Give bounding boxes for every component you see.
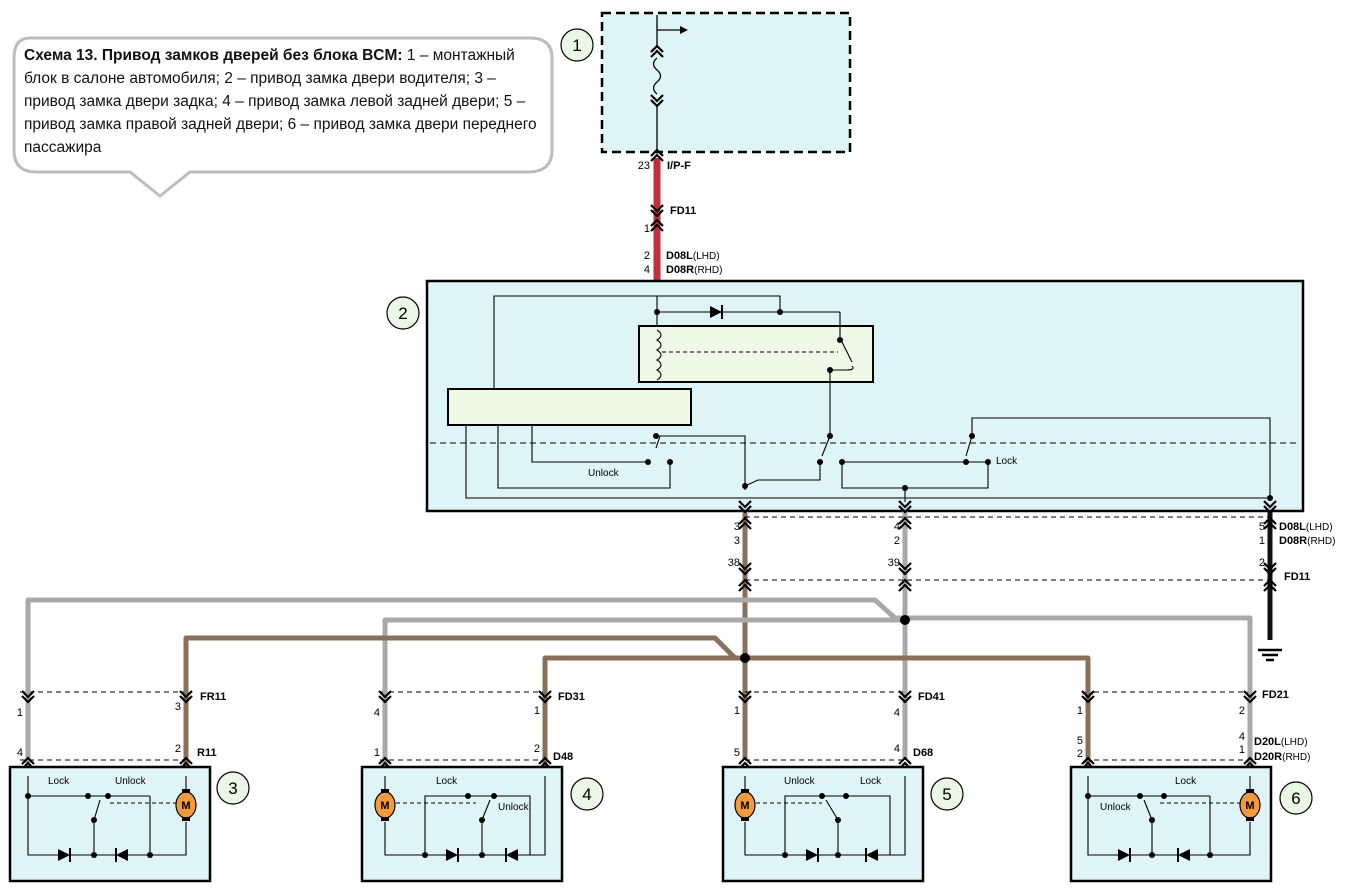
svg-text:Lock: Lock <box>48 776 70 787</box>
svg-text:FD31: FD31 <box>558 691 585 703</box>
svg-text:Lock: Lock <box>436 776 458 787</box>
svg-text:4: 4 <box>374 707 380 719</box>
svg-text:5: 5 <box>1077 735 1083 747</box>
svg-text:3: 3 <box>734 535 740 547</box>
svg-text:M: M <box>1245 800 1254 812</box>
svg-text:D08L(LHD): D08L(LHD) <box>1279 521 1333 533</box>
svg-text:5: 5 <box>942 785 951 804</box>
badge-4: 4 <box>570 777 604 811</box>
svg-text:2: 2 <box>175 743 181 755</box>
svg-text:FR11: FR11 <box>200 691 226 703</box>
svg-text:1: 1 <box>1239 744 1245 756</box>
badge-1: 1 <box>560 28 594 62</box>
svg-text:38: 38 <box>728 557 740 569</box>
connector-labels: 23 I/P-F FD11 1 2 4 D08L(LHD) D08R(RHD) … <box>17 160 1336 763</box>
svg-text:Lock: Lock <box>860 776 882 787</box>
svg-text:D08R(RHD): D08R(RHD) <box>666 264 722 276</box>
svg-text:4: 4 <box>894 521 900 533</box>
svg-text:1: 1 <box>572 36 581 55</box>
svg-text:D48: D48 <box>553 751 573 763</box>
svg-text:3: 3 <box>175 701 181 713</box>
svg-text:2: 2 <box>1259 557 1265 569</box>
svg-text:5: 5 <box>1259 521 1265 533</box>
svg-text:2: 2 <box>644 250 650 262</box>
svg-text:4: 4 <box>894 707 900 719</box>
svg-text:D20R(RHD): D20R(RHD) <box>1254 751 1310 763</box>
svg-text:D08L(LHD): D08L(LHD) <box>666 250 720 262</box>
svg-text:1: 1 <box>644 223 650 235</box>
callout-body: 1 – монтажный блок в салоне автомобиля; … <box>24 47 537 156</box>
svg-text:Unlock: Unlock <box>588 468 620 479</box>
actuator-5 <box>721 765 925 883</box>
svg-text:FD21: FD21 <box>1262 689 1289 701</box>
svg-text:R11: R11 <box>197 747 217 759</box>
svg-text:1: 1 <box>17 707 23 719</box>
svg-text:1: 1 <box>534 705 540 717</box>
svg-text:6: 6 <box>1291 789 1300 808</box>
actuator-3 <box>8 765 212 883</box>
svg-text:M: M <box>380 800 389 812</box>
callout-text: Схема 13. Привод замков дверей без блока… <box>24 44 549 159</box>
svg-text:FD41: FD41 <box>918 691 945 703</box>
svg-text:Unlock: Unlock <box>115 776 147 787</box>
svg-text:23: 23 <box>638 160 650 172</box>
svg-text:2: 2 <box>1239 705 1245 717</box>
control-box <box>447 388 692 426</box>
svg-text:D68: D68 <box>913 747 933 759</box>
svg-text:4: 4 <box>894 743 900 755</box>
badge-2: 2 <box>386 296 420 330</box>
switch-labels: Unlock Lock Lock Unlock Lock Unlock Unlo… <box>48 456 1255 813</box>
svg-text:4: 4 <box>582 785 591 804</box>
svg-text:D08R(RHD): D08R(RHD) <box>1279 535 1335 547</box>
svg-text:I/P-F: I/P-F <box>667 160 691 172</box>
badge-6: 6 <box>1279 781 1313 815</box>
relay-box <box>638 325 874 383</box>
svg-text:Unlock: Unlock <box>784 776 816 787</box>
block-1-mounting-box <box>600 11 852 154</box>
svg-text:1: 1 <box>1259 535 1265 547</box>
svg-text:39: 39 <box>888 557 900 569</box>
svg-text:4: 4 <box>1239 731 1245 743</box>
svg-text:Unlock: Unlock <box>1100 802 1132 813</box>
callout-bubble <box>12 36 554 198</box>
svg-text:2: 2 <box>1077 748 1083 760</box>
svg-text:4: 4 <box>17 747 23 759</box>
svg-text:1: 1 <box>1077 705 1083 717</box>
svg-text:FD11: FD11 <box>1284 571 1310 583</box>
svg-text:1: 1 <box>374 747 380 759</box>
badge-5: 5 <box>930 777 964 811</box>
badge-3: 3 <box>216 771 250 805</box>
svg-text:3: 3 <box>734 521 740 533</box>
svg-text:1: 1 <box>734 705 740 717</box>
svg-text:5: 5 <box>734 747 740 759</box>
svg-text:4: 4 <box>644 264 650 276</box>
svg-text:M: M <box>740 800 749 812</box>
svg-text:2: 2 <box>534 743 540 755</box>
svg-text:Unlock: Unlock <box>498 802 530 813</box>
svg-text:2: 2 <box>398 304 407 323</box>
svg-text:3: 3 <box>228 779 237 798</box>
svg-text:FD11: FD11 <box>670 205 696 217</box>
actuator-6 <box>1069 765 1273 883</box>
svg-text:D20L(LHD): D20L(LHD) <box>1254 736 1308 748</box>
svg-text:2: 2 <box>894 535 900 547</box>
svg-text:Lock: Lock <box>1175 776 1197 787</box>
svg-text:Lock: Lock <box>996 456 1018 467</box>
callout-title: Схема 13. Привод замков дверей без блока… <box>24 47 403 64</box>
svg-text:M: M <box>181 800 190 812</box>
actuator-4 <box>360 765 564 883</box>
